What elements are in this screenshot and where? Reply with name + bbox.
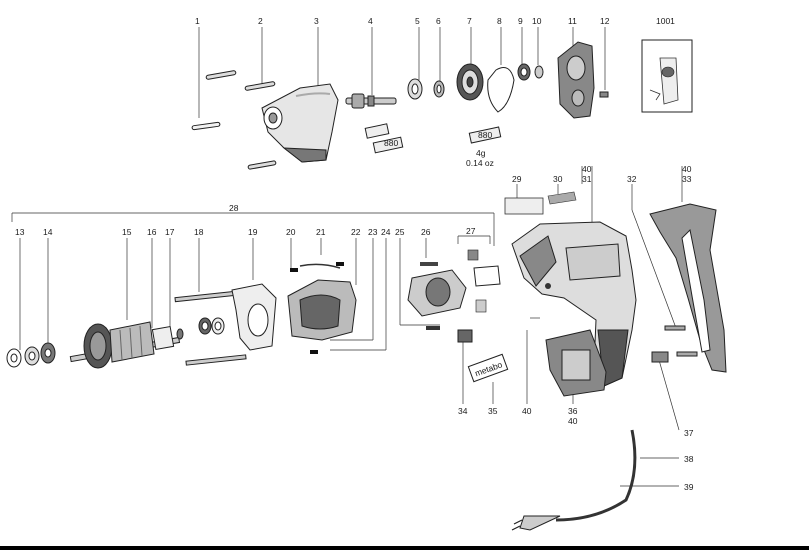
label-27: 27 — [466, 226, 476, 236]
part-number-labels: 1 2 3 4 5 6 7 8 9 10 11 12 1001 13 14 15… — [15, 16, 694, 492]
label-40-a: 40 — [582, 164, 592, 174]
label-22: 22 — [351, 227, 361, 237]
part-25-27-brush-holder — [407, 249, 501, 330]
part-29-30-labels — [504, 184, 577, 215]
label-37: 37 — [684, 428, 694, 438]
label-18: 18 — [194, 227, 204, 237]
part-12-screw — [599, 91, 609, 98]
part-18-screws — [174, 289, 247, 366]
part-1-screw — [191, 121, 221, 131]
part-10-washer — [534, 65, 544, 79]
label-7: 7 — [467, 16, 472, 26]
part-5-bearing — [407, 78, 423, 100]
leader-bracket-28 — [11, 212, 495, 246]
part-1001-detail-box — [641, 39, 693, 113]
label-1: 1 — [195, 16, 200, 26]
leader-lines-top — [198, 27, 606, 118]
label-5: 5 — [415, 16, 420, 26]
part-38-39-cord — [511, 429, 679, 531]
part-11-gear-cover — [557, 41, 595, 119]
grease-qty-g: 4g — [476, 148, 486, 158]
label-19: 19 — [248, 227, 258, 237]
label-30: 30 — [553, 174, 563, 184]
part-31-motor-housing — [511, 166, 637, 387]
part-36-switch — [526, 329, 607, 404]
label-35: 35 — [488, 406, 498, 416]
label-2: 2 — [258, 16, 263, 26]
part-34-35: metabo — [457, 329, 509, 404]
label-24: 24 — [381, 227, 391, 237]
part-2-screws — [205, 70, 277, 170]
label-31: 31 — [582, 174, 592, 184]
label-17: 17 — [165, 227, 175, 237]
label-26: 26 — [421, 227, 431, 237]
part-13-washer — [6, 348, 22, 368]
part-20-22-field-winding — [287, 262, 357, 354]
label-25: 25 — [395, 227, 405, 237]
label-40-d: 40 — [568, 416, 578, 426]
label-1001: 1001 — [656, 16, 675, 26]
label-21: 21 — [316, 227, 326, 237]
part-15-armature — [69, 321, 184, 369]
part-3-gear-housing — [261, 83, 339, 163]
label-28: 28 — [229, 203, 239, 213]
label-38: 38 — [684, 454, 694, 464]
label-12: 12 — [600, 16, 610, 26]
label-39: 39 — [684, 482, 694, 492]
part-19-bracket — [231, 283, 277, 351]
label-9: 9 — [518, 16, 523, 26]
label-33: 33 — [682, 174, 692, 184]
label-34: 34 — [458, 406, 468, 416]
grease-label-2: 880 — [478, 130, 492, 140]
part-9-bearing — [517, 63, 531, 81]
part-7-gear — [456, 63, 484, 101]
part-8-gasket: 880 4g 0.14 oz — [466, 67, 515, 168]
label-6: 6 — [436, 16, 441, 26]
label-32: 32 — [627, 174, 637, 184]
label-29: 29 — [512, 174, 522, 184]
label-4: 4 — [368, 16, 373, 26]
part-16-17-bearings — [198, 317, 225, 335]
label-3: 3 — [314, 16, 319, 26]
label-36: 36 — [568, 406, 578, 416]
part-6-ring — [433, 80, 445, 98]
label-11: 11 — [568, 16, 577, 26]
label-13: 13 — [15, 227, 25, 237]
label-23: 23 — [368, 227, 378, 237]
label-20: 20 — [286, 227, 296, 237]
label-16: 16 — [147, 227, 157, 237]
grease-qty-oz: 0.14 oz — [466, 158, 494, 168]
part-4-spindle: 880 — [345, 93, 404, 154]
label-14: 14 — [43, 227, 53, 237]
grease-label-1: 880 — [384, 138, 398, 148]
label-15: 15 — [122, 227, 132, 237]
label-40-c: 40 — [522, 406, 532, 416]
bottom-border — [0, 546, 809, 550]
label-10: 10 — [532, 16, 542, 26]
leader-lines-middle — [19, 235, 491, 351]
part-14-bearings — [24, 342, 56, 366]
part-33-handle-shell — [649, 166, 727, 373]
label-40-b: 40 — [682, 164, 692, 174]
part-32-screws — [631, 184, 698, 357]
label-8: 8 — [497, 16, 502, 26]
part-37-suppressor — [651, 351, 680, 431]
